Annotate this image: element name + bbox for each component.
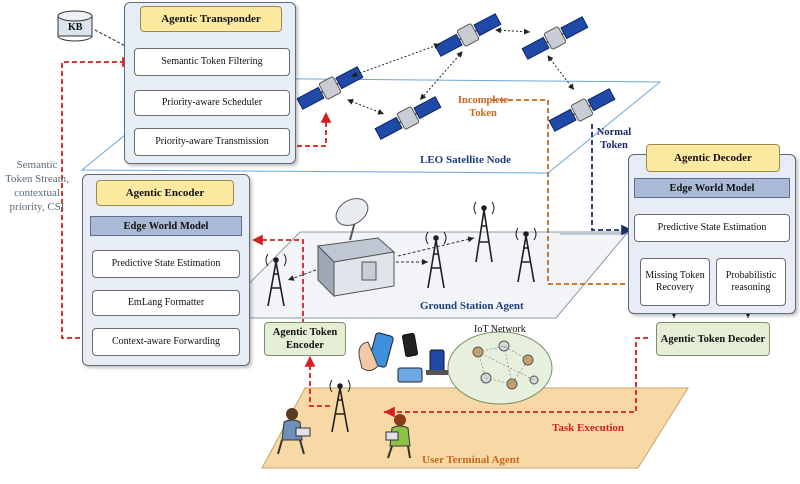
incomplete-token-link xyxy=(492,99,640,290)
kb-label: KB xyxy=(68,22,83,33)
ground-station-icon xyxy=(316,198,396,298)
agentic-token-decoder-box: Agentic Token Decoder xyxy=(656,322,770,356)
semantic-stream-label: Semantic Token Stream, contextual priori… xyxy=(5,159,69,213)
encoder-predictive-state-box: Predictive State Estimation xyxy=(92,250,240,278)
context-aware-forwarding-box: Context-aware Forwarding xyxy=(92,328,240,356)
iot-network-icon xyxy=(447,331,553,405)
satellite-icon xyxy=(548,88,616,132)
agentic-token-encoder-box: Agentic Token Encoder xyxy=(264,322,346,356)
phone-icon xyxy=(397,367,423,383)
cell-tower-icon xyxy=(265,253,287,307)
inter-satellite-links xyxy=(347,27,575,115)
missing-token-recovery-box: Missing Token Recovery xyxy=(640,258,710,306)
semantic-stream-link xyxy=(61,56,133,339)
ground-links xyxy=(287,236,475,281)
decoder-edge-world-model: Edge World Model xyxy=(634,178,790,198)
probabilistic-reasoning-box: Probabilistic reasoning xyxy=(716,258,786,306)
agentic-encoder-title: Agentic Encoder xyxy=(96,180,234,206)
task-execution-label: Task Execution xyxy=(552,422,625,434)
task-execution-link xyxy=(384,337,648,418)
incomplete-token-label: Incomplete Token xyxy=(457,95,509,119)
user-avatar-icon xyxy=(277,408,311,455)
user-terminal-plane xyxy=(261,387,689,469)
agentic-transponder-title: Agentic Transponder xyxy=(140,6,282,32)
semantic-token-filtering-box: Semantic Token Filtering xyxy=(134,48,290,76)
user-avatar-icon xyxy=(385,414,411,459)
priority-aware-transmission-box: Priority-aware Transmission xyxy=(134,128,290,156)
decoder-predictive-state-box: Predictive State Estimation xyxy=(634,214,790,242)
kb-database-icon xyxy=(57,10,93,42)
user-terminal-agent-label: User Terminal Agent xyxy=(422,454,520,466)
iot-network-label: IoT Network xyxy=(474,324,526,335)
satellite-icon xyxy=(374,96,442,140)
token-encoder-uplink xyxy=(252,234,304,324)
emlang-formatter-box: EmLang Formatter xyxy=(92,290,240,316)
tower-uplink xyxy=(304,356,330,407)
normal-token-label: Normal Token xyxy=(596,127,632,151)
transmission-uplink xyxy=(289,112,332,147)
cell-tower-icon xyxy=(473,201,495,263)
phone-dock-icon xyxy=(401,332,448,375)
leo-satellite-node-label: LEO Satellite Node xyxy=(420,154,512,166)
ground-station-agent-label: Ground Station Agent xyxy=(420,300,524,312)
satellite-icon xyxy=(521,16,589,60)
normal-token-link xyxy=(591,124,632,236)
satellite-icon xyxy=(296,66,364,110)
cell-tower-icon xyxy=(515,227,537,283)
satellite-icon xyxy=(434,13,502,57)
cell-tower-icon xyxy=(329,379,351,433)
encoder-edge-world-model: Edge World Model xyxy=(90,216,242,236)
agentic-decoder-title: Agentic Decoder xyxy=(646,144,780,172)
smartphone-icon xyxy=(358,332,394,372)
priority-aware-scheduler-box: Priority-aware Scheduler xyxy=(134,90,290,116)
cell-tower-icon xyxy=(425,231,447,289)
